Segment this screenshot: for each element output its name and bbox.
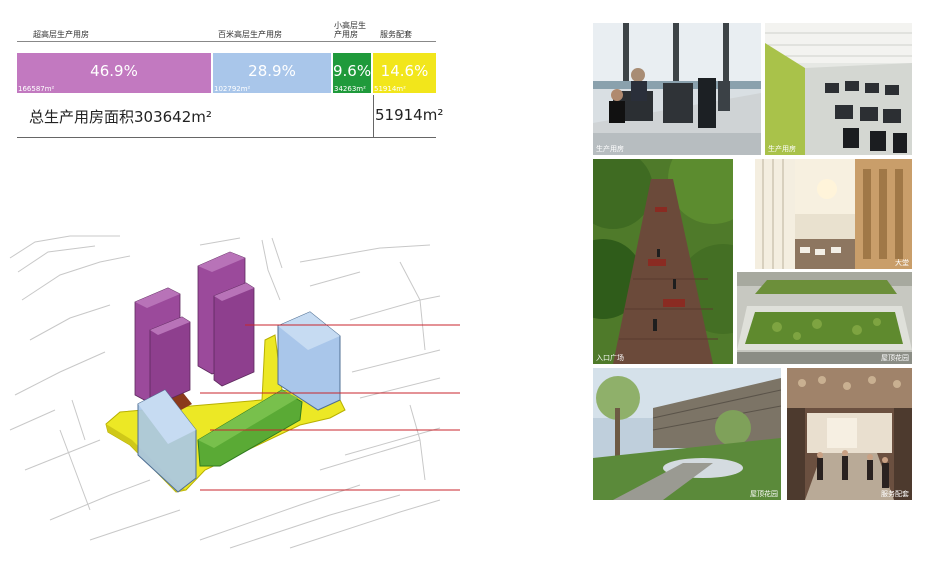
bar-area-label: 34263m² (334, 85, 366, 93)
site-massing-diagram (9, 235, 460, 549)
bar-segment-service: 14.6% 51914m² (373, 53, 436, 93)
bar-percent-label: 9.6% (333, 62, 372, 80)
photo-caption: 大堂 (895, 259, 909, 267)
leader-lines (200, 324, 460, 491)
bar-percent-label: 46.9% (90, 62, 138, 80)
photo-caption: 屋顶花园 (881, 354, 909, 362)
photo-open-office: 生产用房 (765, 23, 912, 155)
photo-caption: 服务配套 (881, 490, 909, 498)
bar-segment-supertall: 46.9% 166587m² (17, 53, 211, 93)
photo-service-retail: 服务配套 (787, 368, 912, 500)
street-context-lines (9, 235, 441, 549)
bar-segment-midrise: 9.6% 34263m² (333, 53, 371, 93)
bar-percent-label: 28.9% (248, 62, 296, 80)
photo-caption: 生产用房 (768, 145, 796, 153)
highrise-blue-blocks (137, 311, 341, 493)
photo-lobby: 大堂 (755, 159, 912, 269)
category-label-service: 服务配套 (380, 30, 412, 39)
bar-segment-highrise: 28.9% 102792m² (213, 53, 331, 93)
service-area-total: 51914m² (375, 106, 444, 124)
photo-roof-garden-2: 屋顶花园 (593, 368, 781, 500)
photo-office-workspace: 生产用房 (593, 23, 761, 155)
total-area-box: 总生产用房面积303642m² 51914m² (17, 95, 443, 138)
category-label-supertall: 超高层生产用房 (33, 30, 89, 39)
header-divider (17, 41, 436, 42)
total-production-area: 总生产用房面积303642m² (29, 108, 212, 126)
photo-caption: 入口广场 (596, 354, 624, 362)
supertall-towers (134, 251, 255, 405)
bar-area-label: 102792m² (214, 85, 251, 93)
bar-area-label: 51914m² (374, 85, 406, 93)
photo-roof-garden-1: 屋顶花园 (737, 272, 912, 364)
category-label-midrise: 小高层生产用房 (334, 21, 366, 39)
category-label-highrise: 百米高层生产用房 (218, 30, 282, 39)
photo-entrance-plaza: 入口广场 (593, 159, 733, 364)
total-divider (373, 95, 374, 137)
photo-caption: 屋顶花园 (750, 490, 778, 498)
bar-area-label: 166587m² (18, 85, 55, 93)
bar-percent-label: 14.6% (380, 62, 429, 80)
photo-caption: 生产用房 (596, 145, 624, 153)
